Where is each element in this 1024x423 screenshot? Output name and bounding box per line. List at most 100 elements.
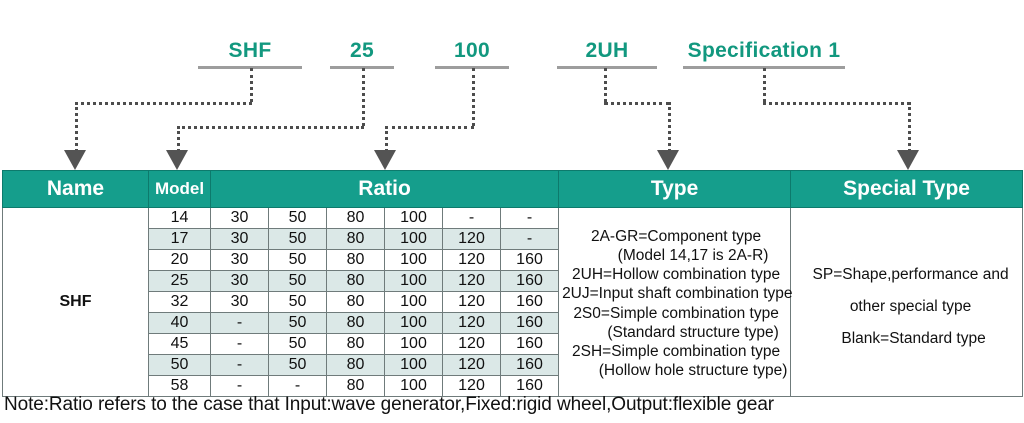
cell-ratio: 120 bbox=[442, 354, 501, 376]
cell-series-name: SHF bbox=[2, 207, 149, 397]
cell-model: 58 bbox=[148, 375, 211, 397]
connector-type-drop bbox=[668, 102, 671, 152]
connector-series-arrow bbox=[64, 150, 86, 170]
cell-ratio: 100 bbox=[384, 333, 443, 355]
cell-ratio: 50 bbox=[268, 333, 327, 355]
type-description-line: 2S0=Simple combination type bbox=[573, 304, 779, 322]
connector-type-stub bbox=[604, 68, 607, 102]
cell-ratio: 80 bbox=[326, 333, 385, 355]
cell-ratio: 160 bbox=[499, 333, 560, 355]
cell-ratio: 80 bbox=[326, 291, 385, 313]
connector-ratio-arrow bbox=[374, 150, 396, 170]
cell-ratio: - bbox=[210, 375, 269, 397]
cell-ratio: 50 bbox=[268, 249, 327, 271]
special-type-description-line: Blank=Standard type bbox=[841, 329, 986, 347]
cell-ratio: 30 bbox=[210, 249, 269, 271]
cell-ratio: 80 bbox=[326, 207, 385, 229]
cell-ratio: 80 bbox=[326, 270, 385, 292]
cell-ratio: 160 bbox=[499, 270, 560, 292]
cell-ratio: 120 bbox=[442, 228, 501, 250]
connector-special-stub bbox=[763, 68, 766, 102]
cell-ratio: 80 bbox=[326, 354, 385, 376]
cell-ratio: 50 bbox=[268, 207, 327, 229]
code-label-series: SHF bbox=[228, 39, 272, 62]
cell-ratio: 30 bbox=[210, 291, 269, 313]
code-rule-type bbox=[557, 66, 657, 69]
cell-ratio: 80 bbox=[326, 312, 385, 334]
cell-ratio: 160 bbox=[499, 249, 560, 271]
cell-ratio: - bbox=[210, 354, 269, 376]
cell-ratio: 160 bbox=[499, 354, 560, 376]
table-header-row: Name Model Ratio Type Special Type bbox=[2, 170, 1024, 208]
type-description-line: (Model 14,17 is 2A-R) bbox=[617, 246, 769, 264]
connector-type-run bbox=[604, 102, 670, 105]
cell-ratio: 50 bbox=[268, 291, 327, 313]
connector-special-arrow bbox=[897, 150, 919, 170]
cell-ratio: 30 bbox=[210, 270, 269, 292]
code-label-model: 25 bbox=[350, 39, 374, 62]
cell-ratio: - bbox=[210, 312, 269, 334]
connector-ratio-run bbox=[385, 126, 474, 129]
cell-ratio: 120 bbox=[442, 291, 501, 313]
cell-ratio: 120 bbox=[442, 270, 501, 292]
code-rule-model bbox=[330, 66, 394, 69]
cell-ratio: 100 bbox=[384, 354, 443, 376]
cell-ratio: 50 bbox=[268, 270, 327, 292]
cell-model: 40 bbox=[148, 312, 211, 334]
header-model: Model bbox=[148, 170, 211, 208]
header-special-type: Special Type bbox=[790, 170, 1024, 208]
connector-special-run bbox=[763, 102, 910, 105]
connector-special-drop bbox=[908, 102, 911, 152]
cell-ratio: 100 bbox=[384, 270, 443, 292]
connector-type-arrow bbox=[657, 150, 679, 170]
connector-series-stub bbox=[250, 68, 253, 102]
cell-ratio: 160 bbox=[499, 375, 560, 397]
cell-ratio: 120 bbox=[442, 375, 501, 397]
cell-ratio: 30 bbox=[210, 228, 269, 250]
connector-model-stub bbox=[362, 68, 365, 126]
code-rule-ratio bbox=[435, 66, 509, 69]
cell-model: 32 bbox=[148, 291, 211, 313]
cell-model: 50 bbox=[148, 354, 211, 376]
cell-ratio: 100 bbox=[384, 228, 443, 250]
cell-ratio: - bbox=[499, 228, 560, 250]
special-type-description-line: other special type bbox=[849, 298, 972, 316]
type-description-line: 2SH=Simple combination type bbox=[572, 342, 781, 360]
header-ratio: Ratio bbox=[209, 170, 560, 208]
type-description-line: (Hollow hole structure type) bbox=[598, 362, 788, 380]
cell-ratio: 50 bbox=[268, 228, 327, 250]
cell-ratio: 80 bbox=[326, 228, 385, 250]
type-description-line: 2UJ=Input shaft combination type bbox=[562, 285, 793, 303]
code-rule-special-type bbox=[683, 66, 845, 69]
cell-ratio: 50 bbox=[268, 312, 327, 334]
cell-ratio: - bbox=[499, 207, 560, 229]
cell-model: 20 bbox=[148, 249, 211, 271]
cell-model: 17 bbox=[148, 228, 211, 250]
type-description-line: 2A-GR=Component type bbox=[590, 227, 762, 245]
code-label-special-type: Specification 1 bbox=[687, 39, 841, 62]
cell-ratio: 160 bbox=[499, 291, 560, 313]
connector-ratio-drop bbox=[385, 126, 388, 152]
header-type: Type bbox=[558, 170, 792, 208]
code-rule-series bbox=[198, 66, 302, 69]
connector-model-arrow bbox=[166, 150, 188, 170]
cell-ratio: - bbox=[442, 207, 501, 229]
cell-ratio: 100 bbox=[384, 312, 443, 334]
cell-ratio: 100 bbox=[384, 249, 443, 271]
cell-ratio: 50 bbox=[268, 354, 327, 376]
connector-series-drop bbox=[75, 102, 78, 152]
code-label-ratio: 100 bbox=[454, 39, 490, 62]
connector-series-run bbox=[75, 102, 252, 105]
cell-ratio: 120 bbox=[442, 249, 501, 271]
type-description-line: (Standard structure type) bbox=[607, 323, 779, 341]
cell-model: 45 bbox=[148, 333, 211, 355]
cell-type-descriptions: 2A-GR=Component type(Model 14,17 is 2A-R… bbox=[558, 207, 793, 397]
